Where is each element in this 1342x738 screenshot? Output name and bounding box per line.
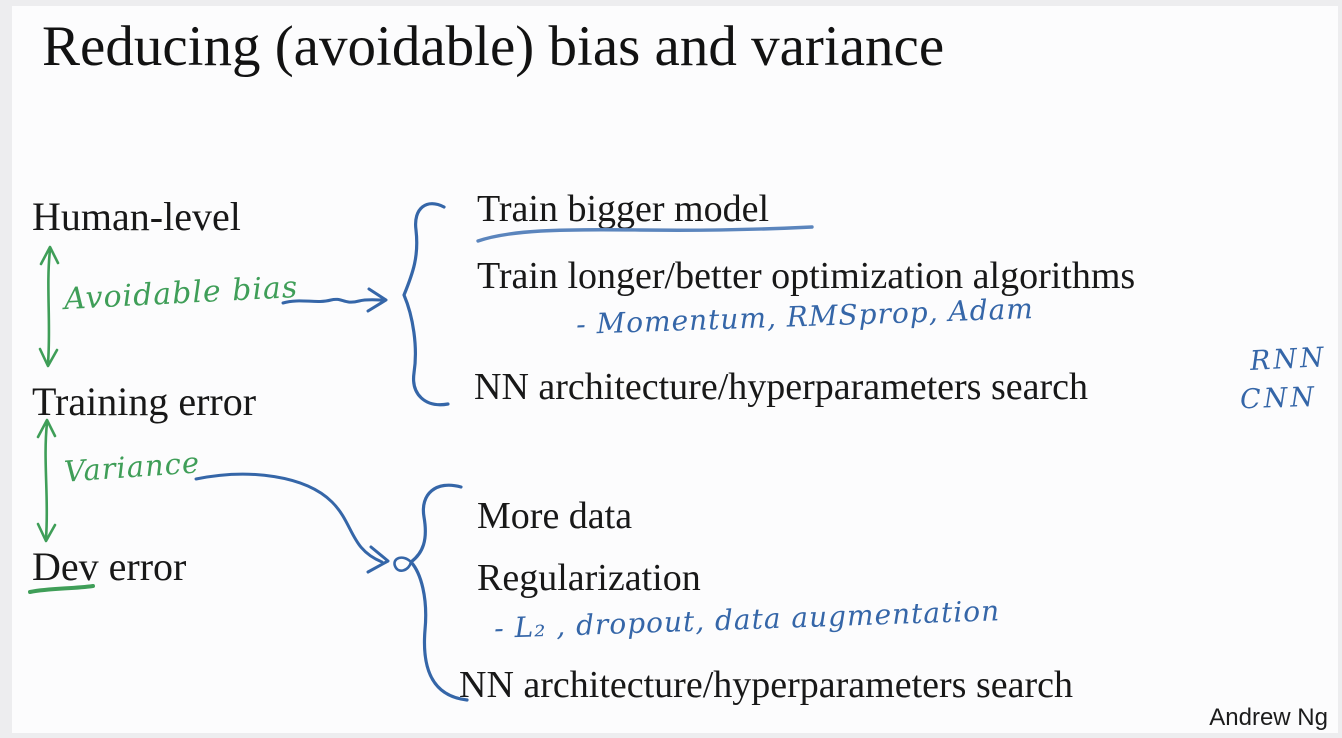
frame-edge-right [1338,0,1342,738]
training-error-label: Training error [32,379,257,424]
cnn-side-note: CNN [1239,381,1318,416]
human-level-label: Human-level [32,194,241,239]
regularization-item: Regularization [477,557,701,599]
frame-edge-top [0,0,1342,6]
variance-annotation: Variance [62,445,202,489]
author-credit: Andrew Ng [1209,704,1328,731]
regularizers-handwritten-note: - L₂ , dropout, data augmentation [493,594,1001,645]
rnn-side-note: RNN [1249,342,1328,377]
variance-pointer-arrow-icon [194,472,390,574]
bias-remedies-brace [402,202,450,407]
dev-error-label: Dev error [32,544,187,589]
slide-title: Reducing (avoidable) bias and variance [42,15,945,78]
frame-edge-bottom [0,733,1342,738]
variance-remedies-brace [393,483,469,702]
train-bigger-model-item: Train bigger model [477,188,770,230]
frame-edge-left [0,0,12,738]
nn-search-item-bias: NN architecture/hyperparameters search [474,366,1088,408]
more-data-item: More data [477,495,633,537]
optimizers-handwritten-note: - Momentum, RMSprop, Adam [575,292,1035,341]
avoidable-bias-range-arrow-icon [38,245,60,368]
train-longer-item: Train longer/better optimization algorit… [477,255,1136,297]
nn-search-item-variance: NN architecture/hyperparameters search [459,664,1073,706]
variance-range-arrow-icon [36,418,57,543]
avoidable-bias-annotation: Avoidable bias [63,269,300,318]
